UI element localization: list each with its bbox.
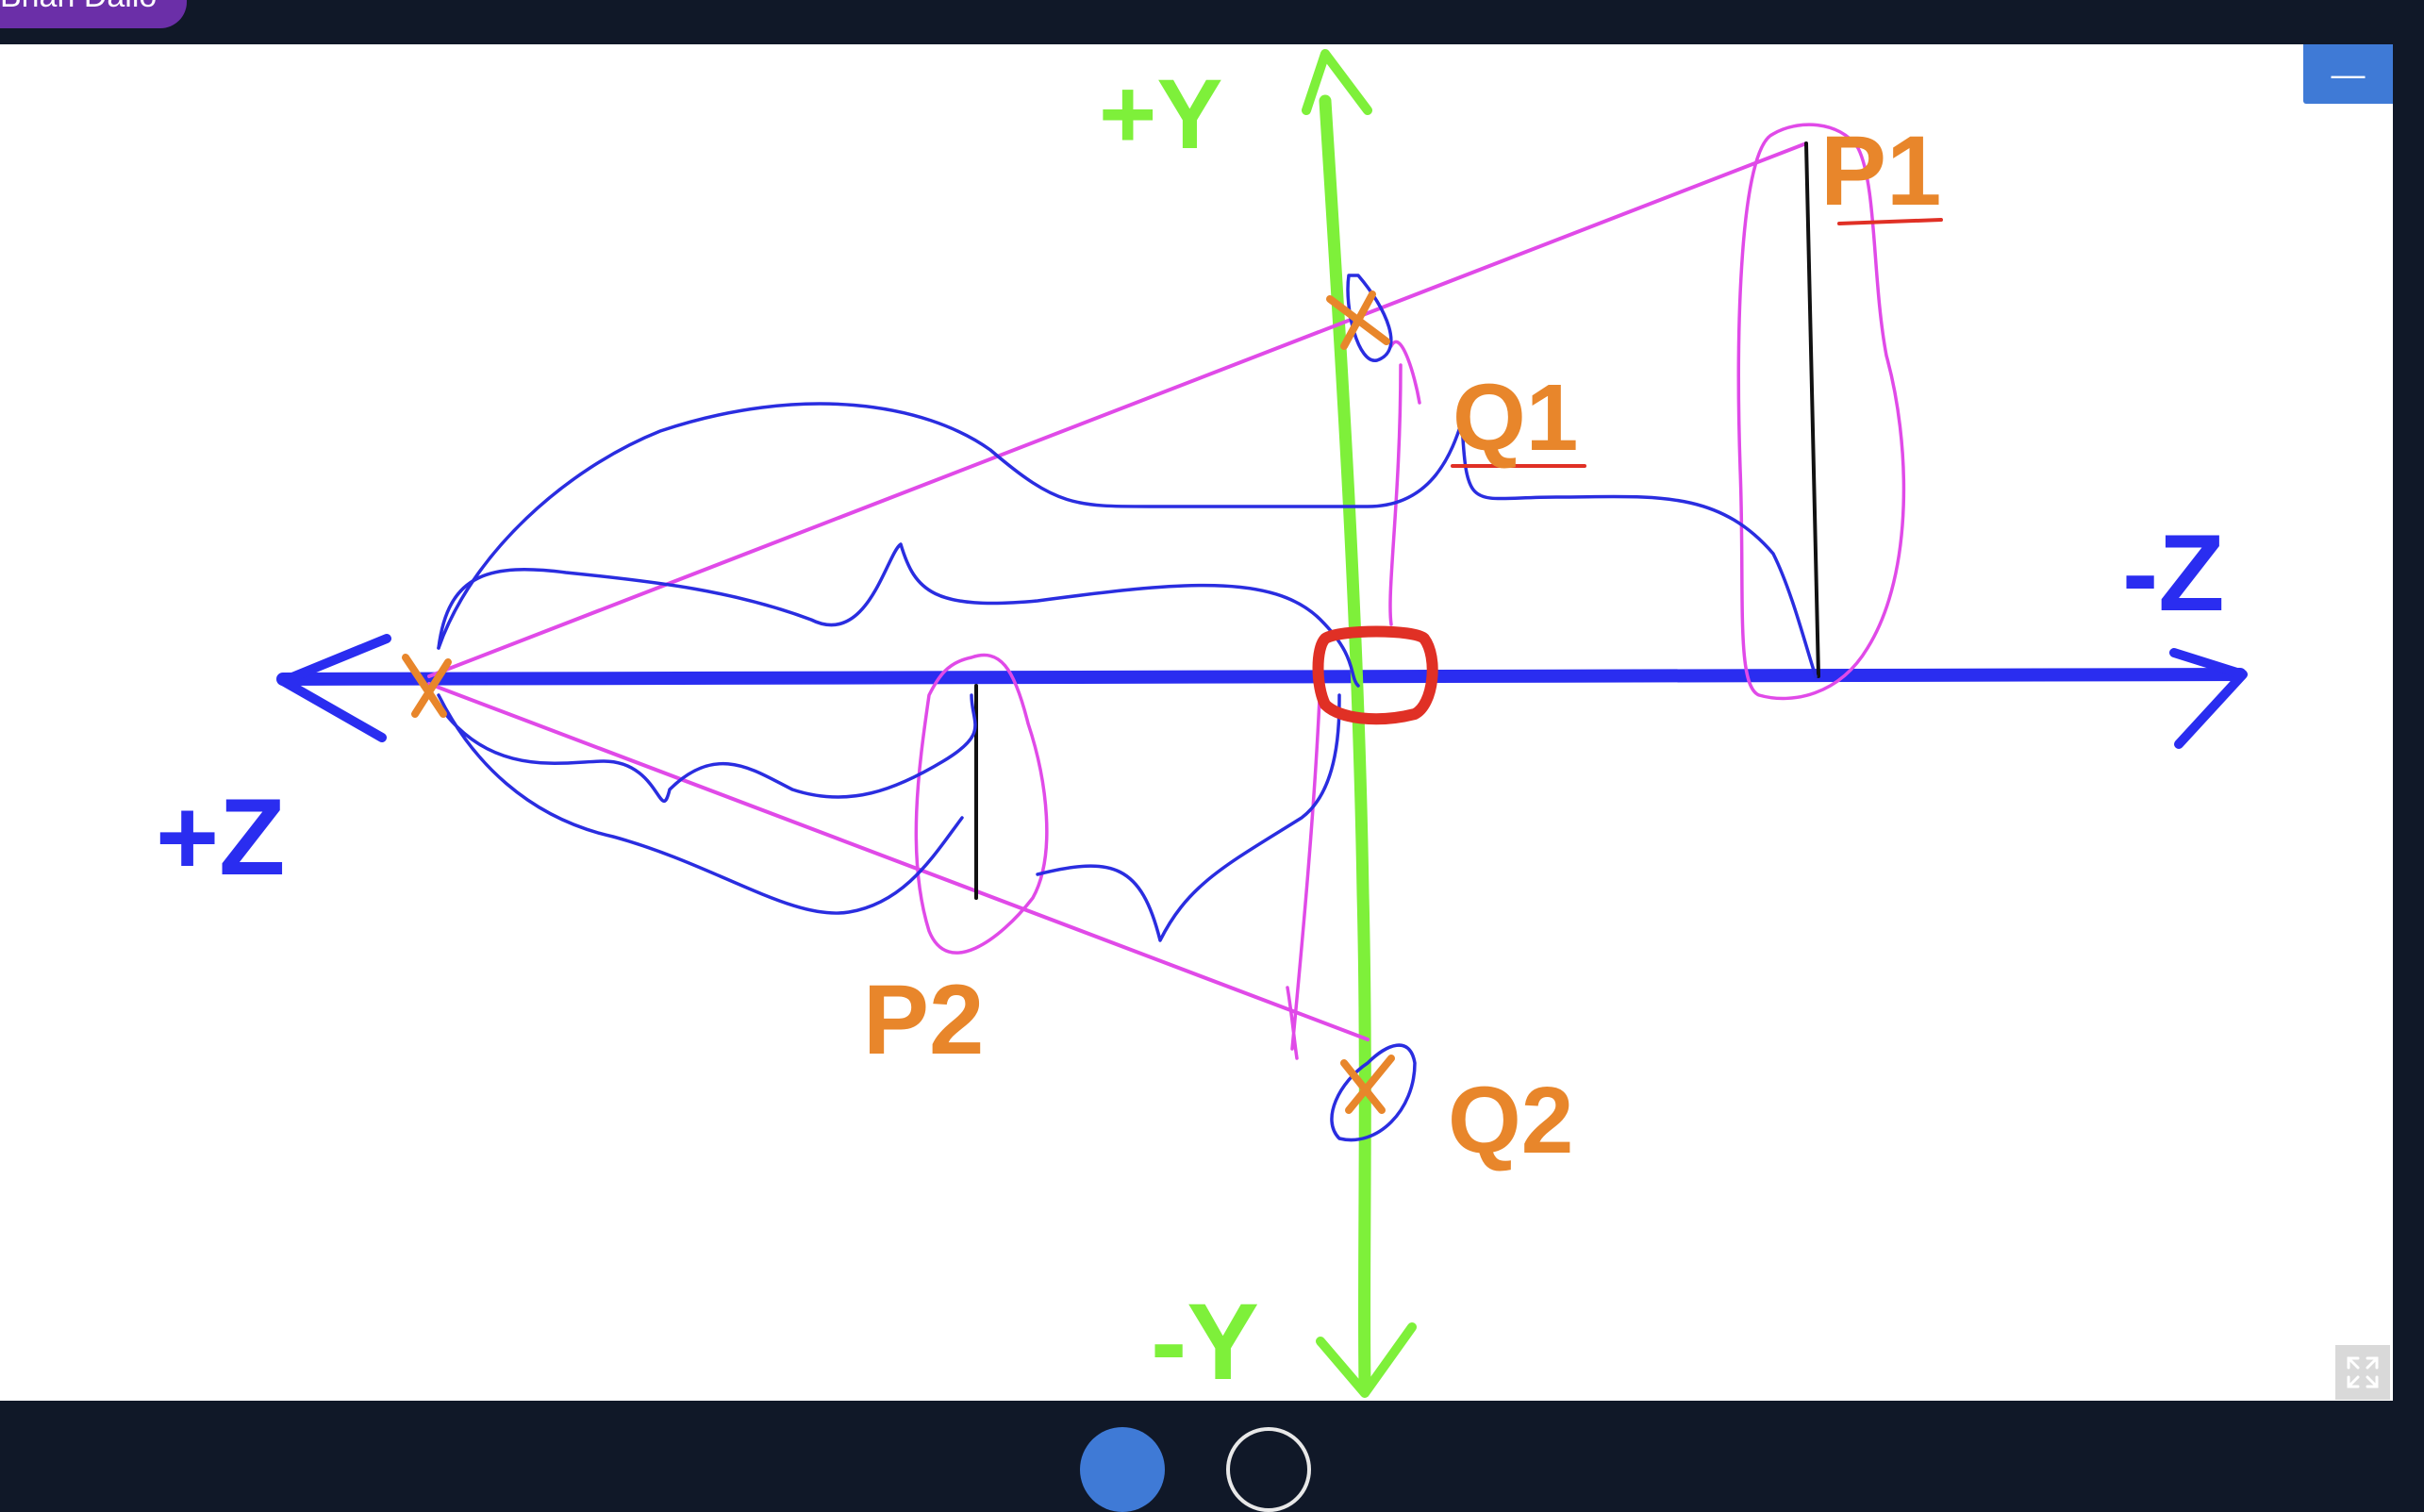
q1-bracket xyxy=(1388,340,1421,626)
annotation-upper-curve xyxy=(437,402,1818,678)
whiteboard-drawing: +Y -Y +Z -Z P1 P2 Q1 Q2 xyxy=(156,49,2248,1401)
presenter-name: Brian Dallo xyxy=(0,0,157,19)
minimize-label: — xyxy=(2331,54,2366,93)
point-marker-q2 xyxy=(1340,1055,1395,1114)
point-marker-q1 xyxy=(1326,291,1390,350)
fullscreen-button[interactable] xyxy=(2335,1345,2390,1400)
label-q1: Q1 xyxy=(1453,365,1578,471)
p1-underline xyxy=(1837,218,1943,225)
q2-bracket xyxy=(1286,674,1322,1060)
annotation-mid-curve xyxy=(437,542,1360,688)
q2-circle xyxy=(1330,1043,1417,1142)
annotation-lower-curve xyxy=(437,693,1341,942)
label-minus-z: -Z xyxy=(2122,513,2225,634)
presenter-name-badge: Brian Dallo xyxy=(0,0,188,28)
top-bar: Brian Dallo xyxy=(0,0,2424,44)
bottom-control-secondary[interactable] xyxy=(1226,1427,1311,1512)
projection-line-p2 xyxy=(427,682,1370,1041)
label-minus-y: -Y xyxy=(1151,1282,1259,1401)
label-p2: P2 xyxy=(863,965,984,1075)
origin-marker xyxy=(1312,625,1438,725)
z-axis-left-arrow xyxy=(278,634,391,742)
minimize-button[interactable]: — xyxy=(2303,44,2393,104)
projection-line-p1 xyxy=(427,141,1808,678)
p1-height-loop xyxy=(1736,123,1906,701)
y-axis-bottom-arrow xyxy=(1316,1322,1417,1398)
expand-icon xyxy=(2347,1356,2379,1388)
label-plus-z: +Z xyxy=(156,777,285,898)
label-plus-y: +Y xyxy=(1099,59,1222,170)
right-edge-bar xyxy=(2393,44,2424,1401)
z-axis-right-arrow xyxy=(2169,648,2248,749)
whiteboard-canvas[interactable]: +Y -Y +Z -Z P1 P2 Q1 Q2 xyxy=(0,44,2393,1401)
height-line-p1 xyxy=(1804,141,1820,678)
point-marker-origin-left xyxy=(402,654,452,718)
bottom-control-primary[interactable] xyxy=(1080,1427,1165,1512)
p2-height-loop xyxy=(914,653,1049,955)
y-axis-line xyxy=(1319,94,1371,1390)
label-q2: Q2 xyxy=(1448,1068,1573,1173)
y-axis-top-arrow xyxy=(1302,49,1372,115)
label-p1: P1 xyxy=(1820,116,1941,226)
bottom-control-bar xyxy=(0,1401,2424,1443)
z-axis-line xyxy=(276,668,2247,686)
